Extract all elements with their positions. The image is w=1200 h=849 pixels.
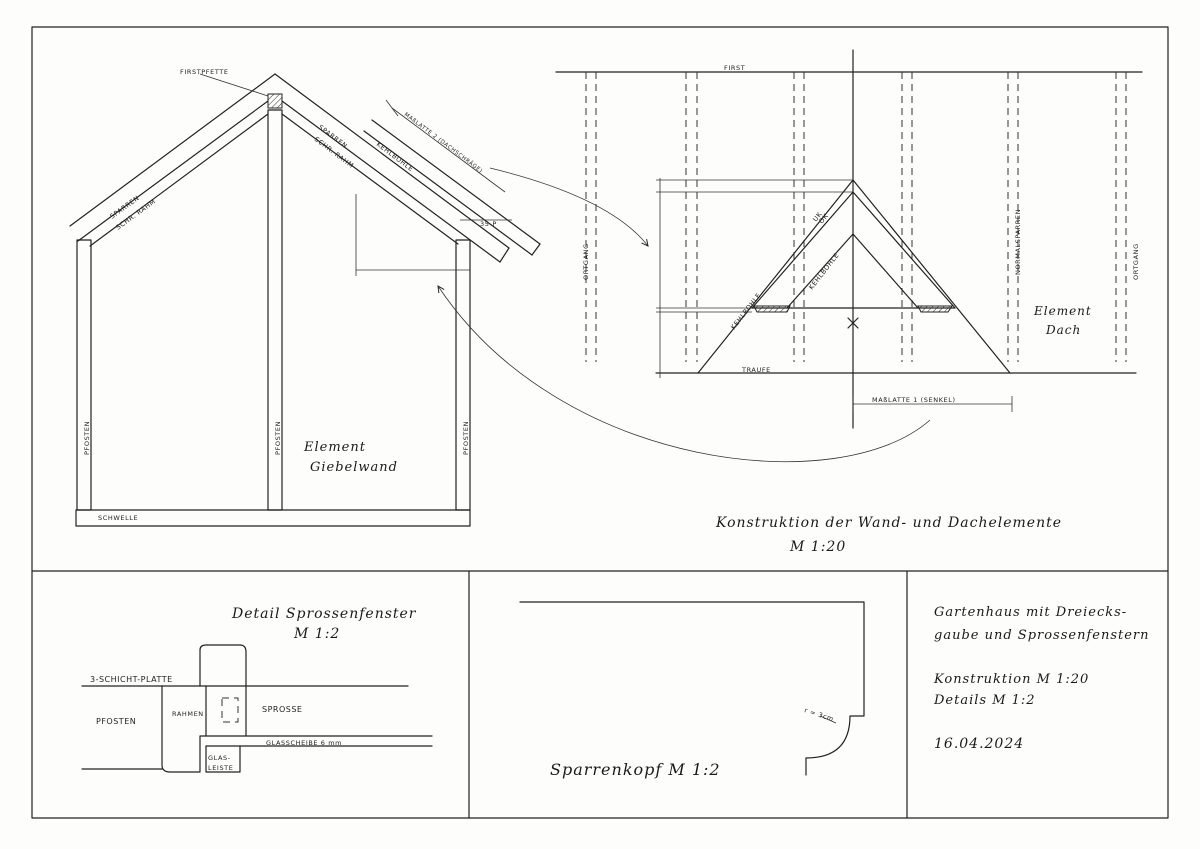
title-block: Gartenhaus mit Dreiecks- gaube und Spros…: [933, 605, 1150, 752]
label-sprosse: SPROSSE: [262, 705, 302, 714]
construction-title-line1: Konstruktion der Wand- und Dachelemente: [715, 515, 1062, 531]
label-firstpfette: FIRSTPFETTE: [180, 68, 229, 76]
element-wall-title-1: Element: [303, 440, 366, 455]
rafter-dashed-lines: [585, 72, 1127, 362]
label-rahmen: RAHMEN: [172, 710, 204, 718]
post-middle: [267, 109, 283, 511]
label-ortgang-left: ORTGANG: [582, 243, 590, 280]
sheet-frame: [31, 26, 1169, 819]
title-block-line4: Details M 1:2: [933, 693, 1036, 708]
label-pfosten-mid: PFOSTEN: [274, 421, 282, 455]
label-mablatte-2: MAßLATTE 2 (DACHSCHRÄGE): [403, 111, 484, 175]
element-roof-title-2: Dach: [1045, 323, 1081, 337]
window-detail-labels: Detail Sprossenfenster M 1:2 3-SCHICHT-P…: [90, 606, 417, 772]
connector-arrows: [438, 167, 931, 462]
label-pfosten-left: PFOSTEN: [83, 421, 91, 455]
label-3-schicht-platte: 3-SCHICHT-PLATTE: [90, 675, 173, 684]
gable-wall-labels: FIRSTPFETTE SPARREN SCHR. RAHM SPARREN S…: [83, 68, 497, 522]
post-right: [455, 239, 471, 511]
roof-element-labels: FIRST TRAUFE ORTGANG ORTGANG NORMALSPARR…: [582, 64, 1140, 404]
label-traufe: TRAUFE: [741, 366, 771, 374]
label-glasscheibe: GLASSCHEIBE 6 mm: [266, 739, 342, 747]
roof-element-drawing: [555, 49, 1143, 429]
window-detail-drawing: [81, 644, 433, 773]
element-roof-title-1: Element: [1033, 304, 1092, 318]
window-detail-title-2: M 1:2: [293, 626, 340, 642]
ridge-purlin: [267, 93, 283, 109]
label-schwelle: SCHWELLE: [98, 514, 138, 522]
label-mablatte-1: MAßLATTE 1 (SENKEL): [872, 396, 956, 404]
hatch-left: [753, 305, 791, 313]
label-radius: r = 3cm: [803, 706, 834, 723]
label-35p: 35-P: [480, 220, 497, 228]
hatch-right: [917, 305, 953, 313]
rafter-head-drawing: [519, 601, 865, 776]
construction-title-line2: M 1:20: [789, 539, 846, 555]
title-block-line2: gaube und Sprossenfenstern: [934, 628, 1150, 643]
window-detail-title-1: Detail Sprossenfenster: [231, 606, 417, 622]
title-block-line1: Gartenhaus mit Dreiecks-: [934, 605, 1127, 620]
element-wall-title-2: Giebelwand: [310, 460, 398, 475]
label-pfosten-detail: PFOSTEN: [96, 717, 136, 726]
label-ortgang-right: ORTGANG: [1132, 243, 1140, 280]
label-kehlbohle: KEHLBOHLE: [375, 140, 415, 173]
post-left: [76, 239, 92, 511]
label-pfosten-right: PFOSTEN: [462, 421, 470, 455]
label-first: FIRST: [724, 64, 745, 72]
title-block-line3: Konstruktion M 1:20: [933, 672, 1089, 687]
construction-title: Konstruktion der Wand- und Dachelemente …: [715, 515, 1062, 555]
rafter-head-labels: Sparrenkopf M 1:2 r = 3cm: [550, 706, 835, 779]
label-glasleiste-2: LEISTE: [208, 764, 233, 772]
label-kehlbohle-right: KEHLBOHLE: [807, 251, 841, 291]
gable-wall-drawing: [69, 73, 541, 527]
label-normalsparren: NORMALSPARREN: [1014, 209, 1022, 275]
label-glasleiste-1: GLAS-: [208, 754, 231, 762]
rafter-head-title: Sparrenkopf M 1:2: [550, 760, 721, 779]
title-block-date: 16.04.2024: [934, 736, 1024, 752]
